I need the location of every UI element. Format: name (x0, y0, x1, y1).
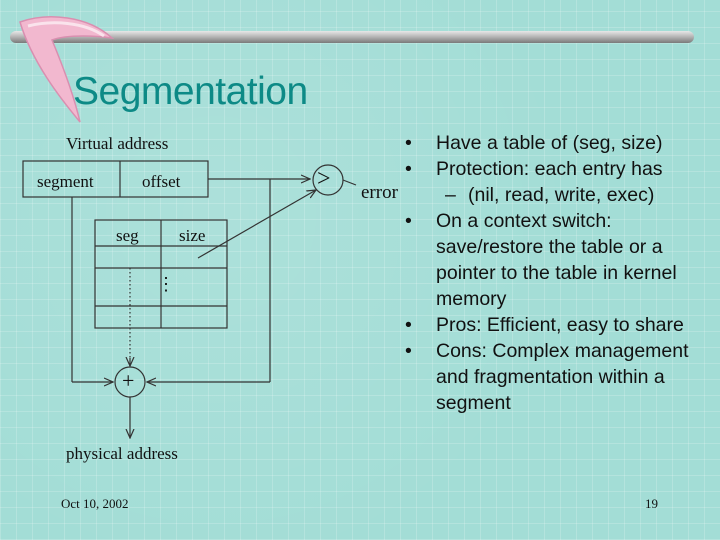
slide-title: Segmentation (73, 70, 308, 113)
bullet-item: • Protection: each entry has (405, 156, 705, 182)
seg-column-header: seg (116, 226, 139, 245)
add-operator: + (122, 368, 135, 393)
bullet-item: • Cons: Complex management and fragmentat… (405, 338, 705, 416)
bullet-marker: • (405, 132, 412, 154)
pink-boomerang-logo-icon (19, 16, 115, 123)
page-number: 19 (645, 496, 658, 511)
segment-label: segment (37, 172, 94, 191)
offset-label: offset (142, 172, 181, 191)
bullet-text: Pros: Efficient, easy to share (436, 314, 684, 336)
sub-bullet-marker: – (445, 184, 456, 206)
error-label: error (361, 182, 398, 203)
bullet-item: • Pros: Efficient, easy to share (405, 312, 705, 338)
compare-operator: > (317, 166, 331, 192)
table-ellipsis: ⋮ (157, 274, 175, 294)
size-to-compare-line (197, 190, 316, 259)
sub-bullet-item: –(nil, read, write, exec) (405, 182, 705, 208)
bullet-marker: • (405, 340, 412, 362)
title-bar-decoration (10, 31, 694, 43)
virtual-address-label: Virtual address (66, 134, 169, 153)
bullet-text: Protection: each entry has (436, 158, 663, 180)
physical-address-label: physical address (66, 444, 178, 463)
footer-date: Oct 10, 2002 (61, 496, 129, 511)
bullet-text: Have a table of (seg, size) (436, 132, 663, 154)
bullet-item: • Have a table of (seg, size) (405, 130, 705, 156)
compare-to-error-line (342, 179, 357, 186)
bullet-marker: • (405, 314, 412, 336)
bullet-text: Cons: Complex management and fragmentati… (436, 340, 689, 414)
size-column-header: size (179, 226, 206, 245)
bullet-item: • On a context switch: save/restore the t… (405, 208, 705, 312)
bullet-marker: • (405, 210, 412, 232)
bullet-text: (nil, read, write, exec) (468, 184, 655, 206)
bullet-marker: • (405, 158, 412, 180)
bullet-text: On a context switch: save/restore the ta… (436, 210, 677, 310)
bullet-list: • Have a table of (seg, size) • Protection… (405, 130, 705, 416)
